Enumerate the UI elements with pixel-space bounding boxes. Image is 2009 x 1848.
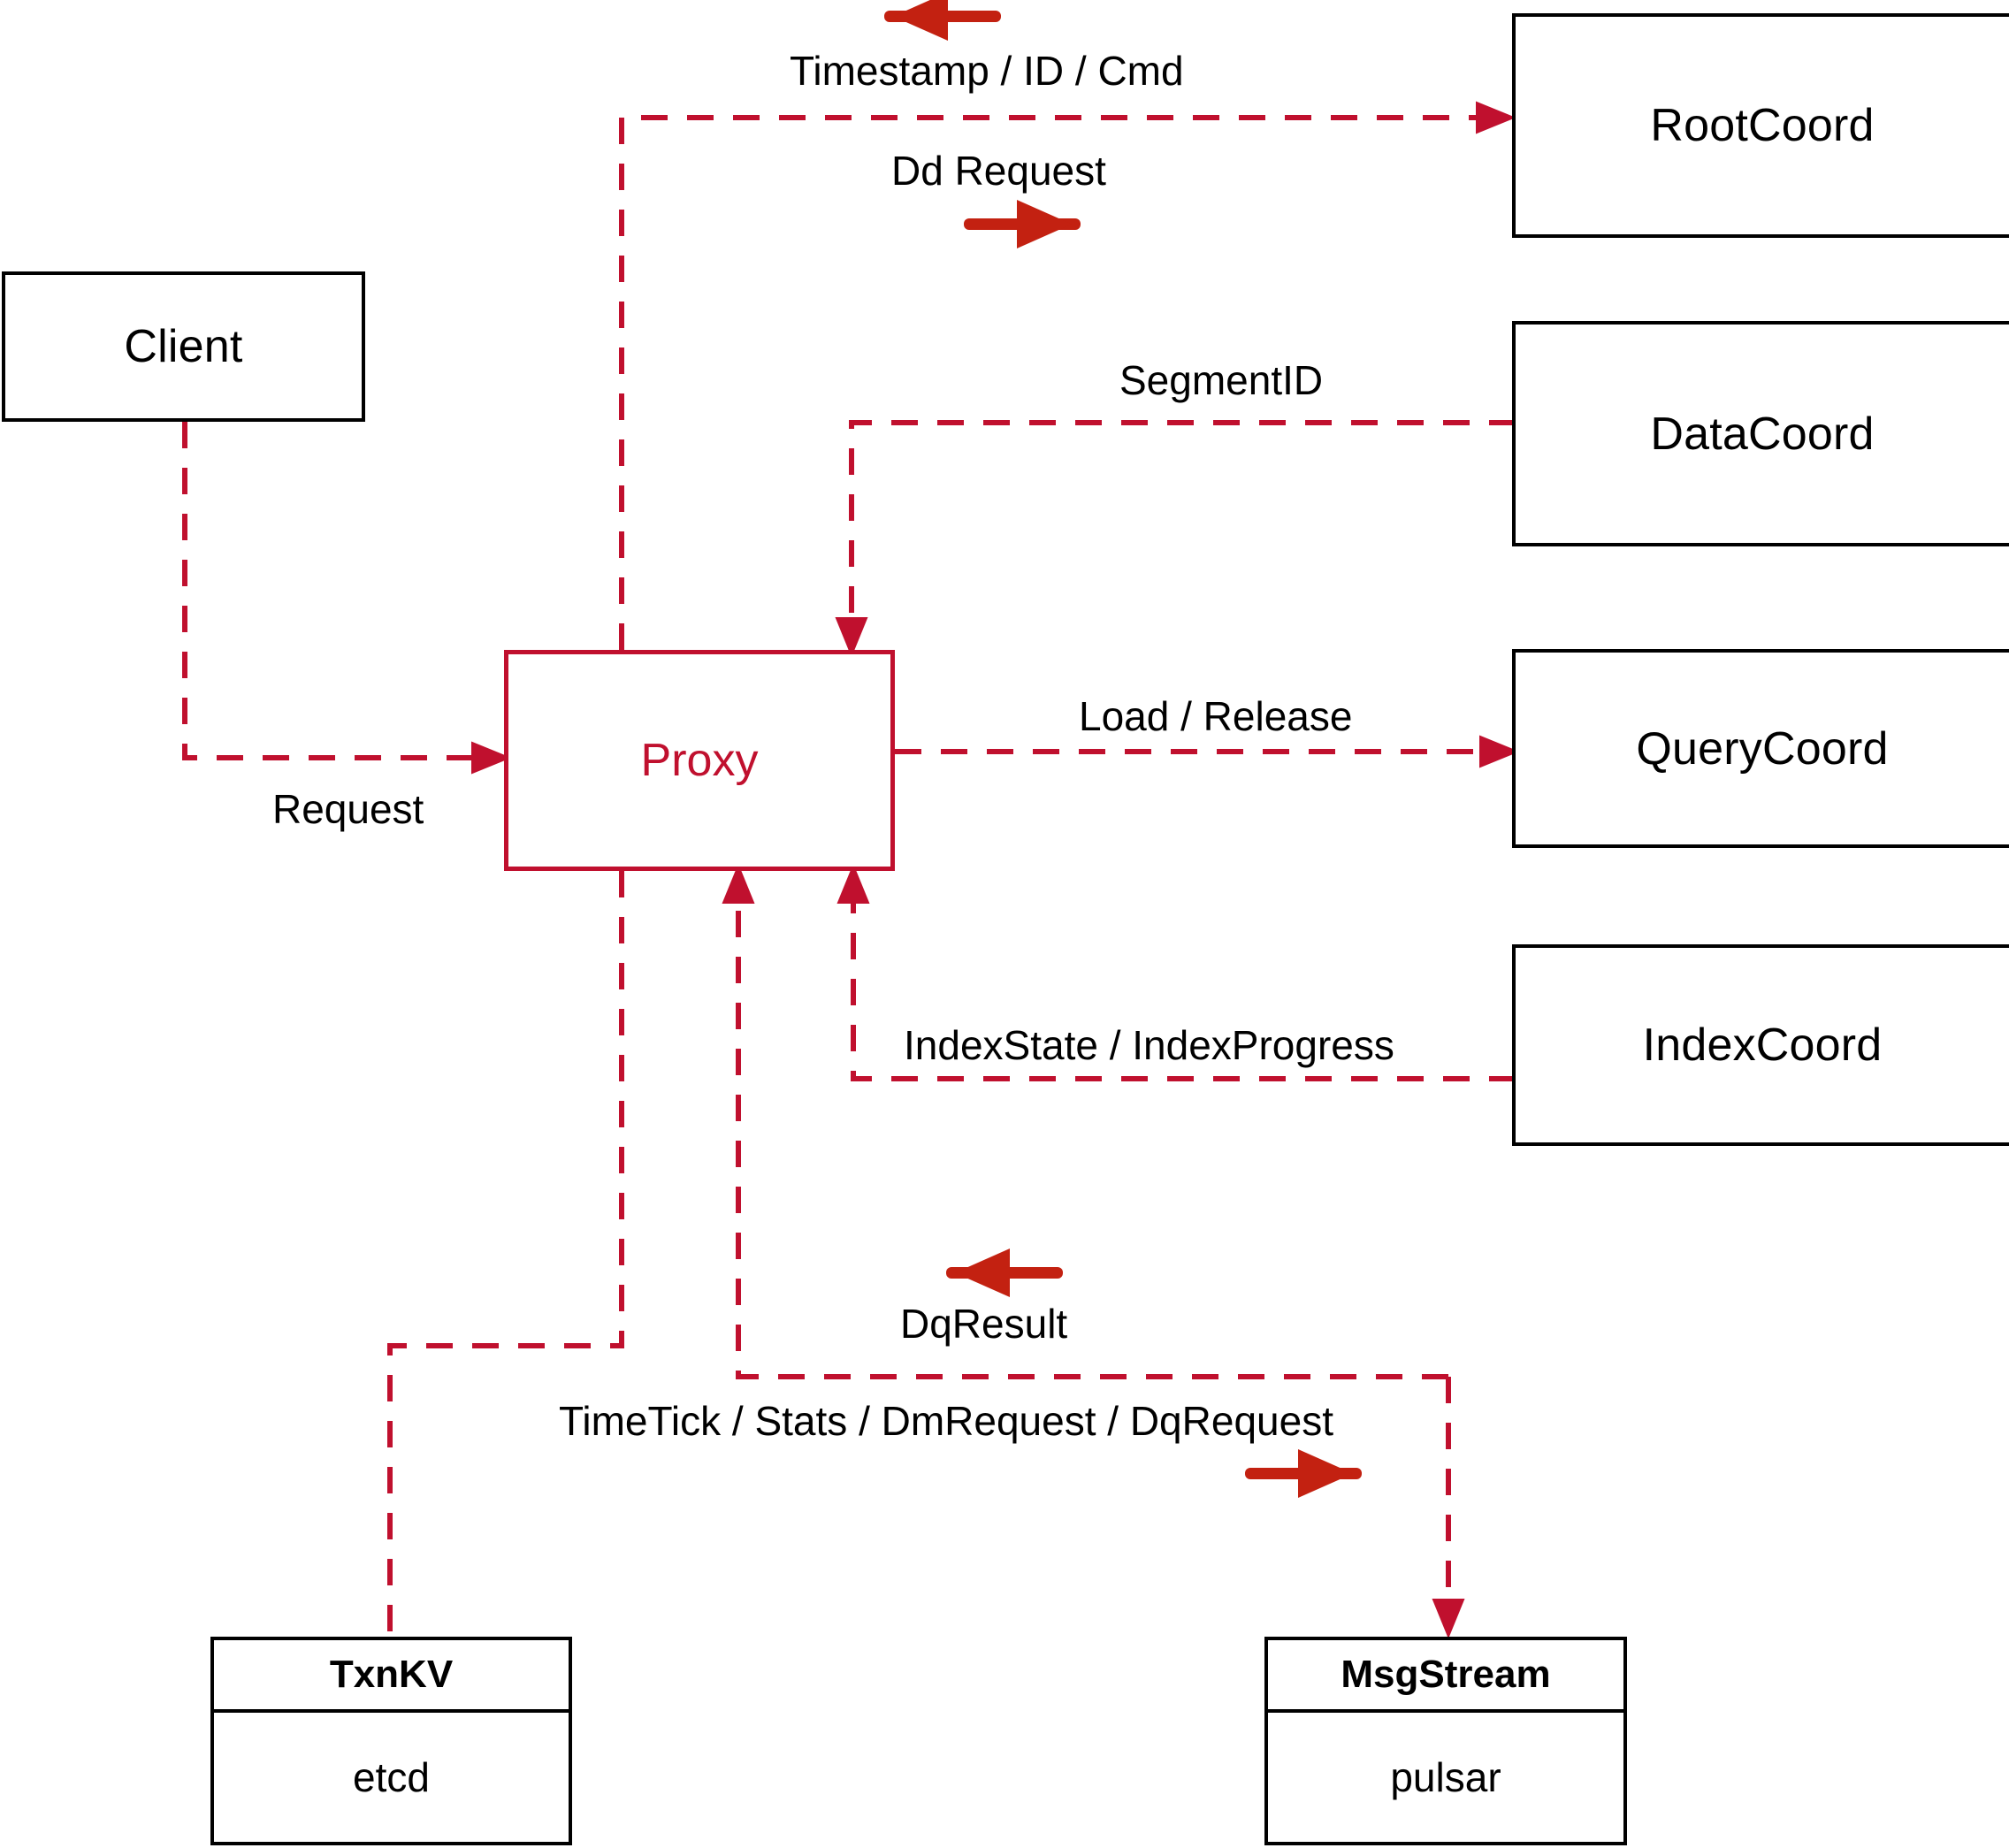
edge-label-index-state-progress: IndexState / IndexProgress	[904, 1022, 1394, 1068]
edge-dq-result-path	[722, 863, 1448, 1379]
edge-segment-id-path	[835, 420, 1516, 658]
edge-label-timetick-stats: TimeTick / Stats / DmRequest / DqRequest	[559, 1398, 1333, 1444]
edge-label-dq-result: DqResult	[900, 1301, 1068, 1347]
node-query-coord-label: QueryCoord	[1636, 722, 1889, 775]
solid-arrow-dq-result	[946, 1249, 1063, 1297]
edge-label-timestamp-id-cmd: Timestamp / ID / Cmd	[790, 48, 1184, 94]
edge-label-dd-request: Dd Request	[891, 148, 1106, 194]
node-msgstream-title: MsgStream	[1268, 1640, 1623, 1713]
node-proxy[interactable]: Proxy	[504, 650, 895, 871]
edge-index-state-path	[836, 863, 1516, 1081]
edge-label-request: Request	[272, 786, 424, 832]
node-msgstream[interactable]: MsgStream pulsar	[1264, 1637, 1627, 1845]
solid-arrow-timestamp-id-cmd	[884, 0, 1001, 41]
node-root-coord-label: RootCoord	[1650, 100, 1875, 151]
node-data-coord[interactable]: DataCoord	[1512, 321, 2009, 546]
node-query-coord[interactable]: QueryCoord	[1512, 649, 2009, 848]
edge-request-path	[182, 422, 512, 775]
solid-arrow-dd-request	[964, 200, 1081, 248]
node-msgstream-impl: pulsar	[1390, 1754, 1501, 1800]
node-proxy-label: Proxy	[640, 735, 759, 786]
node-index-coord[interactable]: IndexCoord	[1512, 944, 2009, 1146]
edge-label-load-release: Load / Release	[1079, 693, 1353, 739]
node-txnkv-title: TxnKV	[214, 1640, 569, 1713]
edge-proxy-txnkv-path	[387, 871, 624, 1637]
node-txnkv-impl: etcd	[353, 1754, 430, 1800]
edge-dd-request-path	[619, 101, 1516, 650]
solid-arrow-dq-request	[1245, 1449, 1362, 1498]
node-data-coord-label: DataCoord	[1650, 408, 1875, 460]
node-index-coord-label: IndexCoord	[1642, 1019, 1883, 1071]
node-client-label: Client	[124, 321, 243, 372]
node-client[interactable]: Client	[2, 271, 365, 422]
node-root-coord[interactable]: RootCoord	[1512, 13, 2009, 238]
node-txnkv[interactable]: TxnKV etcd	[210, 1637, 572, 1845]
edge-label-segment-id: SegmentID	[1119, 357, 1324, 403]
